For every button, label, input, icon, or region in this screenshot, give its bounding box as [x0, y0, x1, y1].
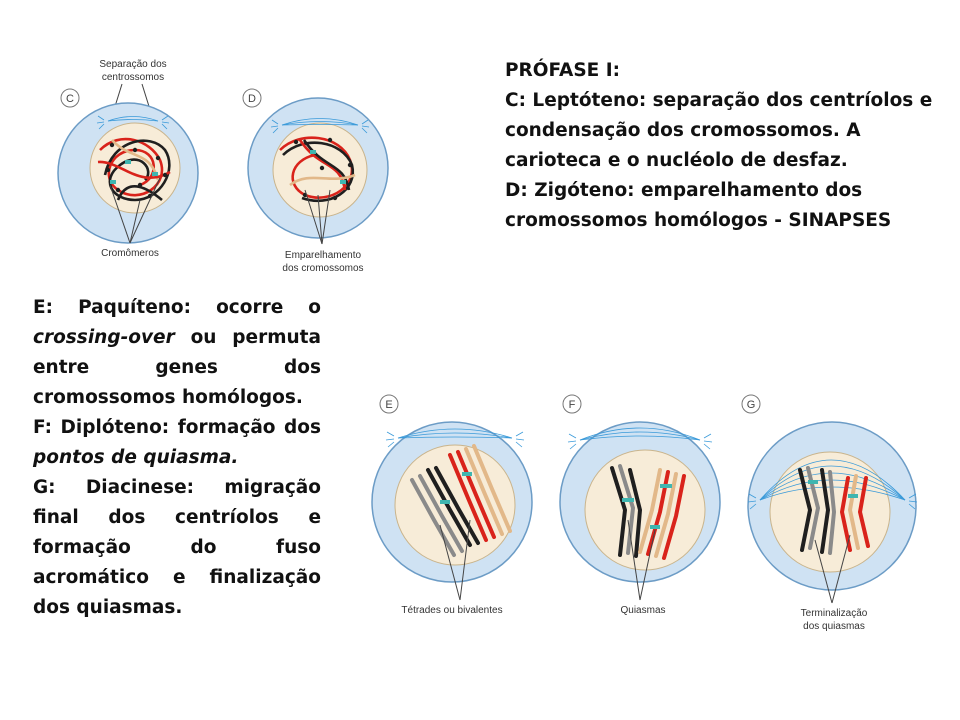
stage-f-italic: pontos de quiasma. — [33, 447, 239, 468]
tetrad — [610, 464, 686, 560]
panel-g-label-bottom-2: dos quiasmas — [803, 621, 865, 632]
panel-letter-circle — [379, 394, 399, 414]
panel-d-label-bottom-1: Emparelhamento — [285, 250, 362, 261]
stage-e-text: E: Paquíteno: ocorre o crossing-over ou … — [33, 293, 321, 413]
pointer-line — [304, 189, 323, 245]
stages-description: E: Paquíteno: ocorre o crossing-over ou … — [33, 293, 321, 623]
panel-g: G Terminalização dos quiasmas — [741, 394, 918, 632]
panel-f-letter: F — [569, 399, 576, 411]
panel-c-label-bottom: Cromômeros — [101, 248, 159, 259]
stage-g-text: G: Diacinese: migração final dos centrío… — [33, 477, 321, 618]
panel-e-label-bottom: Tétrades ou bivalentes — [401, 605, 502, 616]
pointer-line — [439, 524, 461, 601]
panel-g-letter: G — [747, 399, 756, 411]
panel-c-letter: C — [66, 93, 74, 105]
pointer-line — [459, 519, 471, 601]
stage-c-text: C: Leptóteno: separação dos centríolos e… — [505, 90, 933, 171]
panel-letter-circle — [60, 88, 80, 108]
centromeres — [440, 472, 472, 504]
panel-f: F Quiasmas — [559, 394, 721, 616]
nucleus — [584, 449, 706, 571]
pointer-line — [129, 177, 161, 244]
nucleus — [769, 451, 891, 573]
panel-f-label-bottom: Quiasmas — [620, 605, 665, 616]
panel-e: E Tétrades ou bivalentes — [371, 394, 533, 616]
spindle-fibers — [270, 118, 370, 134]
pointer-line — [814, 539, 833, 604]
panel-d-letter: D — [248, 93, 256, 105]
spindle-fibers — [96, 115, 170, 130]
panel-letter-circle — [242, 88, 262, 108]
chiasma-points — [622, 484, 672, 529]
panel-c-label-top-2: centrossomos — [102, 72, 164, 83]
stage-e-italic: crossing-over — [33, 327, 175, 348]
spindle-fibers — [385, 428, 525, 448]
centromeres — [310, 150, 346, 184]
stage-e-suffix: ou permuta entre genes dos cromossomos h… — [33, 327, 321, 408]
pointer-line — [639, 529, 656, 601]
panel-d: D Emparelhamento dos cromossomos — [242, 88, 389, 274]
panel-letter-circle — [741, 394, 761, 414]
panel-c-label-top-1: Separação dos — [99, 59, 166, 70]
stage-d-text: D: Zigóteno: emparelhamento dos cromosso… — [505, 180, 892, 231]
panel-c: C Separação dos centrossomos — [57, 59, 199, 259]
stage-f-text: F: Diplóteno: formação dos pontos de qui… — [33, 413, 321, 473]
prophase-description: PRÓFASE I: C: Leptóteno: separação dos c… — [505, 56, 945, 236]
pointer-line — [109, 184, 131, 244]
panel-e-letter: E — [385, 399, 392, 411]
centromeres — [110, 160, 158, 184]
pointer-line — [129, 199, 141, 244]
pointer-line — [627, 519, 641, 601]
panel-g-label-bottom-1: Terminalização — [801, 608, 868, 619]
pointer-line — [321, 189, 331, 245]
panel-letter-circle — [562, 394, 582, 414]
chiasma-points — [808, 480, 858, 498]
spindle-fibers — [567, 427, 713, 450]
stage-f-prefix: F: Diplóteno: formação dos — [33, 417, 321, 438]
panel-d-label-bottom-2: dos cromossomos — [282, 263, 363, 274]
tetrad — [410, 444, 512, 557]
pointer-line — [317, 194, 323, 245]
stage-e-prefix: E: Paquíteno: ocorre o — [33, 297, 321, 318]
prophase-title: PRÓFASE I: — [505, 60, 621, 81]
chromomeres — [105, 142, 168, 199]
pointer-line — [831, 534, 851, 604]
